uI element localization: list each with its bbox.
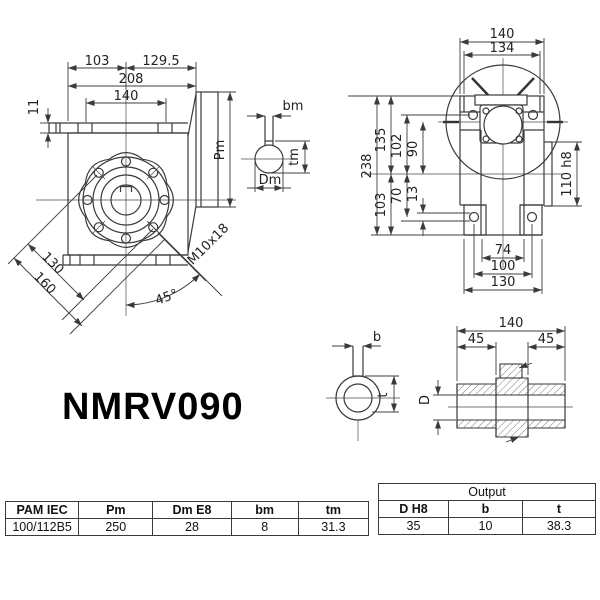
dim-tm-label: tm [287, 148, 302, 166]
dim-140-side-label: 140 [490, 27, 515, 42]
side-view: 140 134 238 135 103 102 70 90 13 110 h8 [348, 27, 582, 294]
dim-140-shaft-label: 140 [499, 316, 524, 331]
dim-t-label: t [376, 392, 391, 397]
input-shaft-section: bm tm Dm [241, 99, 310, 192]
pam-header-pm: Pm [78, 501, 154, 519]
output-table: Output D H8 b t 35 10 38.3 [377, 483, 597, 535]
output-shaft-view: 140 45 45 D [418, 316, 573, 443]
pam-table-header-row: PAM IEC Pm Dm E8 bm tm [4, 501, 370, 519]
dim-b-label: b [373, 330, 381, 345]
dim-90-label: 90 [406, 141, 421, 158]
pam-value-bm: 8 [230, 518, 299, 536]
output-table-title-row: Output [377, 483, 597, 501]
pam-header-bm: bm [230, 501, 299, 519]
dim-208-label: 208 [119, 72, 144, 87]
dim-11-label: 11 [27, 99, 42, 116]
pam-table: PAM IEC Pm Dm E8 bm tm 100/112B5 250 28 … [4, 501, 370, 536]
dim-140-front-label: 140 [114, 89, 139, 104]
technical-drawing: 103 129.5 208 140 11 Pm 130 160 45° [7, 27, 582, 443]
dim-dm-label: Dm [259, 173, 282, 188]
output-header-d-h8: D H8 [378, 500, 449, 518]
dim-74-label: 74 [495, 243, 512, 258]
output-value-d-h8: 35 [378, 517, 449, 535]
dim-102-label: 102 [390, 134, 405, 159]
output-value-t: 38.3 [521, 517, 597, 535]
dim-103-label: 103 [85, 54, 110, 69]
dim-129-5-label: 129.5 [142, 54, 179, 69]
dim-135-label: 135 [374, 128, 389, 153]
dim-45-left-label: 45 [468, 332, 485, 347]
dim-pm-label: Pm [213, 140, 228, 161]
pam-value-dm-e8: 28 [152, 518, 232, 536]
dim-103-side-label: 103 [374, 193, 389, 218]
pam-table-value-row: 100/112B5 250 28 8 31.3 [4, 518, 370, 536]
output-shaft-section: b t [326, 330, 400, 441]
output-table-header-row: D H8 b t [378, 500, 597, 518]
model-title: NMRV090 [62, 386, 244, 428]
dim-45-right-label: 45 [538, 332, 555, 347]
dim-110h8-label: 110 h8 [560, 151, 575, 196]
output-header-t: t [521, 500, 597, 518]
dim-D-label: D [418, 395, 433, 405]
dim-45deg-label: 45° [153, 287, 180, 309]
pam-value-tm: 31.3 [297, 518, 370, 536]
dim-130-bottom-label: 130 [491, 275, 516, 290]
dim-bm-label: bm [283, 99, 304, 114]
dim-70-label: 70 [390, 188, 405, 205]
dim-134-label: 134 [490, 41, 515, 56]
dim-238-label: 238 [360, 154, 375, 179]
front-view: 103 129.5 208 140 11 Pm 130 160 45° [7, 54, 236, 335]
pam-value-pm: 250 [78, 518, 154, 536]
output-value-b: 10 [448, 517, 523, 535]
dim-100-label: 100 [491, 259, 516, 274]
pam-header-tm: tm [297, 501, 370, 519]
pam-value-pam-iec: 100/112B5 [4, 518, 80, 536]
pam-header-pam-iec: PAM IEC [4, 501, 80, 519]
pam-header-dm-e8: Dm E8 [152, 501, 232, 519]
dim-13-label: 13 [406, 186, 421, 203]
output-table-value-row: 35 10 38.3 [378, 517, 597, 535]
output-table-title: Output [377, 483, 597, 501]
output-header-b: b [448, 500, 523, 518]
